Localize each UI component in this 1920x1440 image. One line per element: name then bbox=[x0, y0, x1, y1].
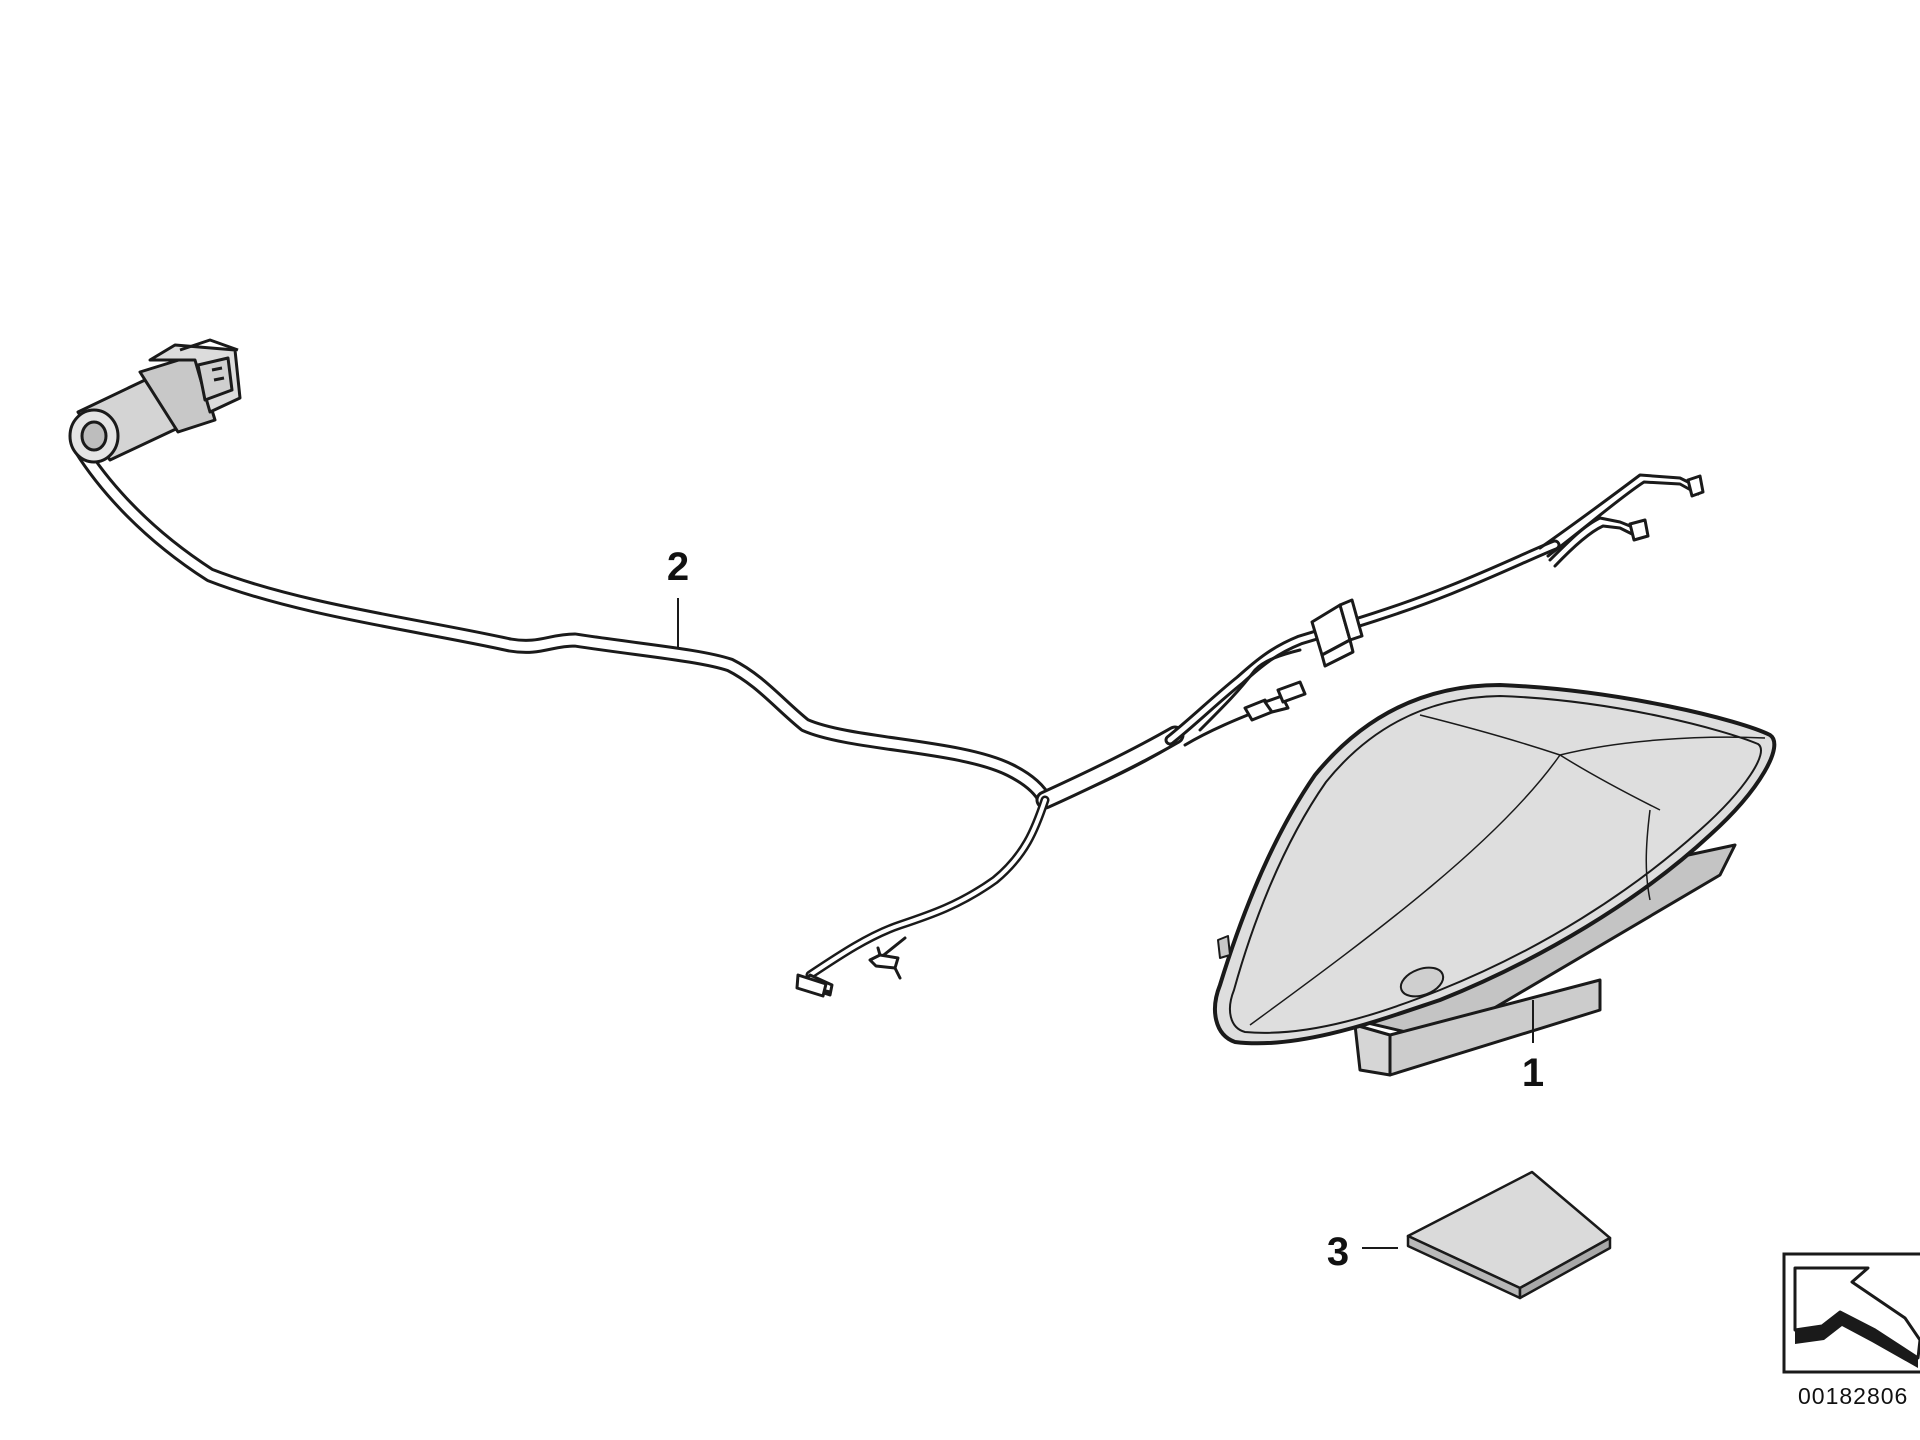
upper-connector-block bbox=[1310, 598, 1364, 668]
lamp-lens-rim bbox=[1229, 695, 1762, 1034]
part-pad bbox=[1406, 1170, 1612, 1300]
harness-lower-branch-outline bbox=[805, 795, 1050, 980]
lamp-lens-shell bbox=[1213, 683, 1777, 1046]
harness-main-cable-fill bbox=[75, 443, 1175, 805]
mid-connector-b bbox=[1276, 680, 1307, 704]
arrow-icon-shape bbox=[1793, 1266, 1920, 1360]
lower-terminal-b bbox=[795, 973, 832, 998]
callout-number-1: 1 bbox=[1522, 1051, 1544, 1095]
harness-sleeve-fill bbox=[1038, 728, 1182, 807]
part-lamp-assembly bbox=[1213, 683, 1777, 1077]
harness-lower-branch-fill bbox=[808, 798, 1047, 977]
part-wiring-harness bbox=[72, 440, 1705, 998]
pad-side-right bbox=[1518, 1236, 1612, 1300]
end-terminal-1 bbox=[1686, 474, 1705, 498]
arrow-icon-shadow bbox=[1795, 1312, 1918, 1368]
end-terminal-2 bbox=[1628, 518, 1650, 542]
callout-number-3: 3 bbox=[1327, 1230, 1349, 1274]
direction-arrow-icon bbox=[1782, 1252, 1920, 1374]
harness-end-wire-1b bbox=[1546, 480, 1700, 558]
harness-cylinder-connector bbox=[68, 338, 242, 464]
lamp-reflector-dot bbox=[1399, 966, 1445, 998]
pad-top bbox=[1406, 1170, 1612, 1290]
harness-inner-wire-a bbox=[1198, 648, 1302, 732]
harness-main-cable-outline bbox=[72, 440, 1178, 808]
harness-end-wire-1 bbox=[1538, 473, 1702, 550]
harness-end-wire-2b bbox=[1553, 524, 1638, 568]
callout-leaders bbox=[677, 598, 1534, 1249]
callout-number-2: 2 bbox=[667, 545, 689, 589]
diagram-reference-code: 00182806 bbox=[1798, 1383, 1908, 1409]
lamp-base-mount bbox=[1353, 1023, 1392, 1077]
harness-end-wire-2 bbox=[1548, 516, 1642, 562]
lamp-facet-lines bbox=[1249, 714, 1766, 1026]
